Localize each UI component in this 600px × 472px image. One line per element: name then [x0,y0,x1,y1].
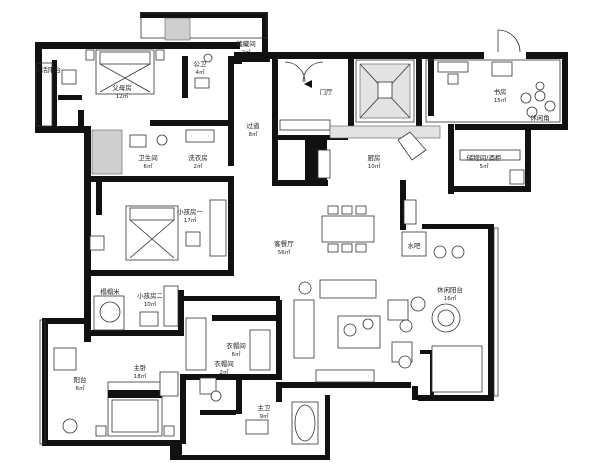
room-label-closet: 衣帽间 2㎡ [214,359,234,376]
room-label-pantry: 储物间/酒柜 5㎡ [467,153,502,170]
svg-text:6㎡: 6㎡ [232,350,241,358]
room-label-kitchen: 厨房 10㎡ [368,153,381,170]
room-label-kids-room-2: 小孩房二 10㎡ [137,291,164,308]
room-label-parents-room: 父母房 12㎡ [112,83,132,100]
room-label-kids-room-1: 小孩房一 17㎡ [177,207,204,224]
svg-text:榻榻米: 榻榻米 [100,287,120,296]
svg-text:小孩房二: 小孩房二 [137,291,164,300]
room-label-leisure-balcony: 休闲阳台 16㎡ [437,285,463,302]
room-label-cloakroom: 衣帽间 6㎡ [226,341,246,358]
outline-lines [35,12,561,445]
room-label-master-bath: 主卫 9㎡ [258,403,272,420]
svg-text:4㎡: 4㎡ [196,68,205,76]
walls [35,12,568,460]
svg-text:休闲角: 休闲角 [530,113,550,122]
room-label-public-toilet: 公卫 4㎡ [194,60,208,76]
svg-text:主卫: 主卫 [258,403,272,412]
svg-text:客餐厅: 客餐厅 [274,239,294,248]
svg-text:2㎡: 2㎡ [242,48,251,56]
room-label-living-dining: 客餐厅 56㎡ [274,239,294,256]
svg-text:门厅: 门厅 [320,87,334,96]
svg-text:水吧: 水吧 [408,241,422,250]
svg-text:6㎡: 6㎡ [76,384,85,392]
room-label-bathroom: 卫生间 6㎡ [138,153,158,170]
svg-text:公卫: 公卫 [194,60,208,68]
svg-text:储藏间: 储藏间 [236,39,256,48]
room-label-tatami: 榻榻米 [100,287,120,296]
svg-text:56㎡: 56㎡ [278,248,291,256]
room-label-balcony: 阳台 6㎡ [74,375,87,392]
svg-text:6㎡: 6㎡ [144,162,153,170]
svg-text:17㎡: 17㎡ [184,216,197,224]
svg-text:18㎡: 18㎡ [134,372,147,380]
svg-text:9㎡: 9㎡ [260,412,269,420]
svg-text:8㎡: 8㎡ [249,130,258,138]
svg-text:阳台: 阳台 [74,375,87,384]
room-label-water-bar: 水吧 [408,241,422,250]
svg-text:父母房: 父母房 [112,83,132,92]
room-labels: 生活阳台 父母房 12㎡ 公卫 4㎡ 储藏间 2㎡ 门厅 书房 15㎡ 休闲角 … [35,39,550,420]
room-label-corridor: 过道 8㎡ [247,121,261,138]
svg-text:2㎡: 2㎡ [194,162,203,170]
room-label-study: 书房 15㎡ [494,87,507,104]
svg-text:衣帽间: 衣帽间 [214,359,234,368]
svg-text:书房: 书房 [494,87,507,96]
room-label-master-bedroom: 主卧 18㎡ [134,363,148,380]
room-label-lounge-corner: 休闲角 [530,113,550,122]
svg-text:15㎡: 15㎡ [494,96,507,104]
svg-text:卫生间: 卫生间 [138,153,158,162]
svg-text:10㎡: 10㎡ [368,162,381,170]
svg-text:10㎡: 10㎡ [144,300,157,308]
svg-text:洗衣房: 洗衣房 [188,153,208,162]
svg-text:主卧: 主卧 [134,363,148,372]
room-label-laundry: 洗衣房 2㎡ [188,153,208,170]
svg-text:储物间/酒柜: 储物间/酒柜 [467,153,502,162]
svg-text:休闲阳台: 休闲阳台 [437,285,463,294]
svg-text:5㎡: 5㎡ [480,162,489,170]
svg-text:衣帽间: 衣帽间 [226,341,246,350]
furniture [53,17,556,445]
svg-text:小孩房一: 小孩房一 [177,207,204,216]
svg-text:过道: 过道 [247,121,261,130]
room-label-entrance: 门厅 [320,87,334,96]
svg-text:生活阳台: 生活阳台 [35,65,61,74]
room-label-storage-room: 储藏间 2㎡ [236,39,256,56]
room-label-elderly-balcony: 生活阳台 [35,65,61,74]
svg-text:16㎡: 16㎡ [444,294,457,302]
svg-text:厨房: 厨房 [368,153,381,162]
svg-text:2㎡: 2㎡ [220,368,229,376]
svg-text:12㎡: 12㎡ [116,92,129,100]
